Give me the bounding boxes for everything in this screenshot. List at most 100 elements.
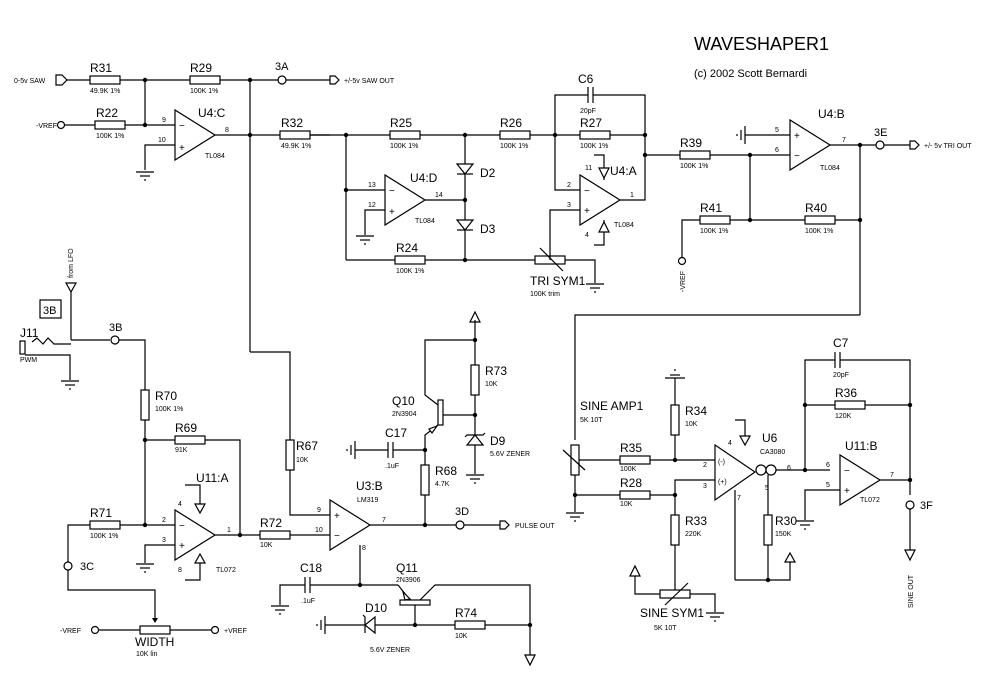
u4c-ref: U4:C [198, 106, 226, 120]
sine-out-label: SINE OUT [908, 574, 915, 608]
c18-ref: C18 [300, 561, 322, 575]
d2-ref: D2 [480, 166, 496, 180]
tp3d-label: 3D [455, 506, 469, 518]
resistor-r35 [619, 455, 651, 465]
vref-pos-label: +VREF [224, 628, 247, 635]
opamp-u11a [174, 508, 217, 562]
c18-value: .1uF [301, 598, 315, 605]
u6-pin-vn: 7 [737, 495, 741, 502]
u11b-pin-non: 5 [826, 482, 830, 489]
test-point-3d[interactable] [455, 520, 465, 530]
r31-ref: R31 [90, 61, 112, 75]
opamp-u11b [839, 453, 882, 507]
d10-ref: D10 [365, 601, 387, 615]
opamp-u4c [174, 108, 217, 162]
u3b-pin-gnd: 8 [362, 545, 366, 552]
j11-label: PWM [20, 357, 37, 364]
resistor-r36 [834, 400, 866, 410]
resistor-r71 [89, 520, 121, 530]
svg-text:−: − [584, 186, 590, 197]
transistor-q10 [437, 399, 444, 426]
c6-ref: C6 [578, 72, 594, 86]
u11a-pin-out: 1 [227, 527, 231, 534]
r31-value: 49.9K 1% [90, 88, 120, 95]
r39-ref: R39 [680, 136, 702, 150]
u4a-pin-vn: 4 [585, 232, 589, 239]
u4b-part: TL084 [820, 165, 840, 172]
r27-ref: R27 [580, 116, 602, 130]
u4a-pin-non: 3 [567, 202, 571, 209]
pot-sine-amp1[interactable] [570, 444, 580, 476]
u4d-part: TL084 [415, 218, 435, 225]
r70-value: 100K 1% [155, 406, 183, 413]
u4b-pin-non: 5 [775, 127, 779, 134]
c7-value: 20pF [833, 372, 849, 379]
r71-value: 100K 1% [90, 533, 118, 540]
c17-value: .1uF [385, 463, 399, 470]
jack-j11[interactable] [19, 340, 26, 355]
vref-neg-port-3 [90, 625, 100, 635]
svg-text:+: + [584, 206, 590, 217]
u6-inv-symbol: (-) [718, 459, 725, 466]
u4a-pin-out: 1 [630, 192, 634, 199]
test-point-3a[interactable] [277, 75, 287, 85]
u6-pin-iabc: 5 [765, 485, 769, 492]
sine-amp1-value: 5K 10T [580, 417, 603, 424]
resistor-r74 [454, 620, 486, 630]
transistor-q11 [399, 599, 431, 606]
r74-value: 10K [455, 633, 468, 640]
svg-text:−: − [334, 531, 340, 542]
pot-sine-sym1[interactable] [659, 589, 691, 599]
r69-value: 91K [175, 447, 188, 454]
test-point-3f[interactable] [905, 500, 915, 510]
u11b-part: TL072 [860, 497, 880, 504]
q11-value: 2N3906 [396, 577, 421, 584]
r32-ref: R32 [281, 116, 303, 130]
r34-ref: R34 [685, 404, 707, 418]
u3b-pin-out: 7 [382, 517, 386, 524]
u4b-pin-out: 7 [842, 137, 846, 144]
u11a-pin-non: 3 [162, 537, 166, 544]
d9-ref: D9 [490, 434, 506, 448]
u4a-part: TL084 [614, 222, 634, 229]
u3b-part: LM319 [357, 497, 379, 504]
sine-amp1-ref: SINE AMP1 [580, 399, 644, 413]
r25-ref: R25 [390, 116, 412, 130]
u4b-pin-inv: 6 [775, 147, 779, 154]
r40-ref: R40 [805, 201, 827, 215]
svg-text:−: − [844, 466, 850, 477]
resistor-r24 [394, 255, 426, 265]
test-point-3e[interactable] [875, 140, 885, 150]
r32-value: 49.9K 1% [281, 143, 311, 150]
diode-d2 [455, 163, 475, 175]
svg-text:−: − [179, 521, 185, 532]
test-point-3c[interactable] [63, 561, 73, 571]
c6-value: 20pF [580, 108, 596, 115]
r30-ref: R30 [775, 514, 797, 528]
ground-symbol [135, 171, 155, 181]
u11a-ref: U11:A [196, 471, 228, 485]
resistor-r69 [174, 435, 206, 445]
resistor-r67 [285, 439, 295, 471]
d3-ref: D3 [480, 222, 496, 236]
r29-value: 100K 1% [190, 88, 218, 95]
r29-ref: R29 [190, 61, 212, 75]
r36-value: 120K [835, 413, 852, 420]
q10-ref: Q10 [392, 394, 415, 408]
pot-width[interactable] [139, 625, 171, 635]
resistor-r26 [499, 130, 531, 140]
tri-sym1-value: 100K trim [530, 291, 560, 298]
pulse-out-port [499, 520, 510, 530]
q11-ref: Q11 [396, 561, 418, 575]
svg-text:+: + [334, 511, 340, 522]
supply-arrow-neg [524, 654, 536, 667]
vref-neg-port-1 [56, 120, 66, 130]
tp3f-label: 3F [920, 500, 933, 512]
vref-neg-label-1: -VREF [36, 123, 57, 130]
from-lfo-port [64, 282, 78, 294]
r27-value: 100K 1% [580, 143, 608, 150]
r73-value: 10K [485, 381, 498, 388]
from-lfo-label: from LFO [68, 248, 75, 278]
test-point-3b[interactable] [110, 335, 120, 345]
